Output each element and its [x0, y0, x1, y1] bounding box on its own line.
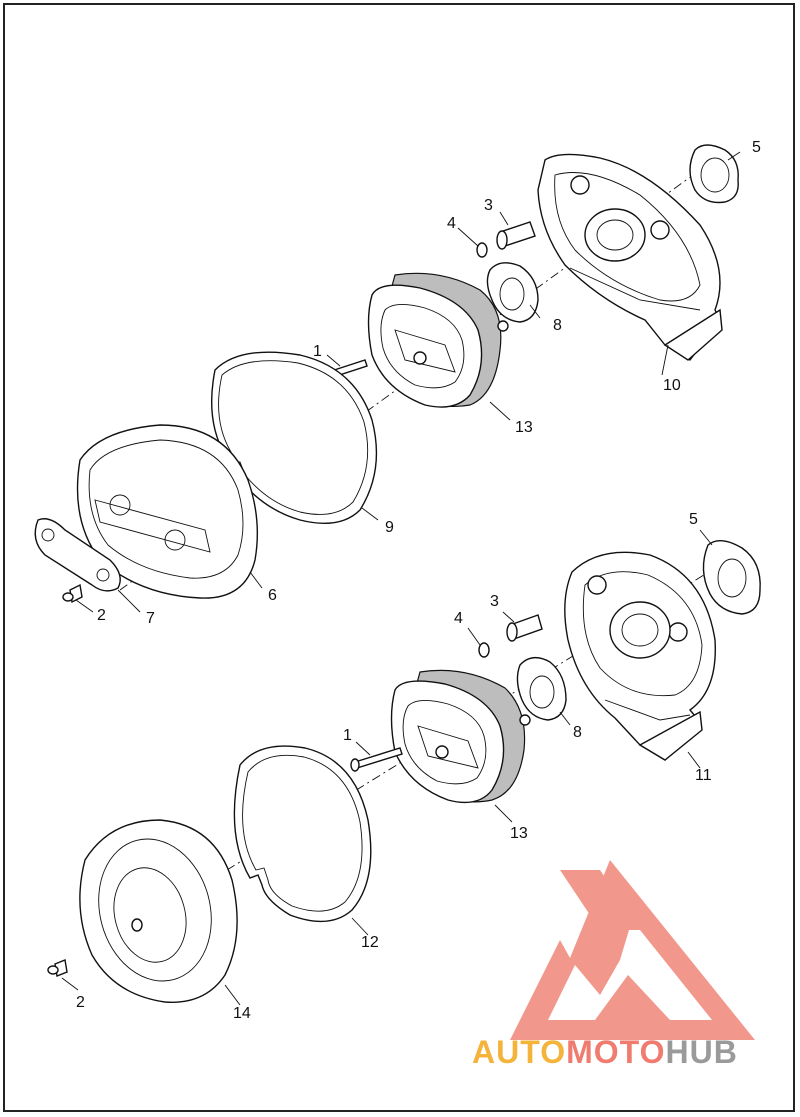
gasket-5-bottom: [702, 540, 761, 615]
callout-4-bottom: 4: [454, 610, 463, 627]
callout-8-bottom: 8: [573, 724, 582, 741]
callout-numbers-top: 3 4 5 1 8 10 13 9 6 7 2: [97, 139, 761, 627]
callout-13-top: 13: [515, 419, 533, 436]
callout-12: 12: [361, 934, 379, 951]
callout-7: 7: [146, 610, 155, 627]
callout-numbers-bottom: 3 4 5 1 8 11 13 12 14 2: [76, 511, 712, 1022]
screw-2-bottom: [47, 959, 68, 977]
callout-9: 9: [385, 519, 394, 536]
breather-bolt-3-bottom: [506, 614, 543, 642]
watermark-logo-text: AUTOMOTOHUB: [472, 1034, 792, 1071]
callout-2-top: 2: [97, 607, 106, 624]
callout-3-top: 3: [484, 197, 493, 214]
breather-bolt-3-top: [496, 221, 536, 250]
round-cover-14: [79, 819, 238, 1003]
logo-part-moto: MOTO: [566, 1034, 666, 1070]
backplate-11: [564, 551, 716, 761]
callout-8-top: 8: [553, 317, 562, 334]
callout-1-bottom: 1: [343, 727, 352, 744]
logo-part-hub: HUB: [665, 1034, 738, 1070]
page-border: [3, 3, 795, 1112]
callout-6: 6: [268, 587, 277, 604]
filter-element-13-top: [367, 272, 509, 408]
callout-1-top: 1: [313, 343, 322, 360]
gasket-8-bottom: [516, 657, 567, 721]
callout-13-bottom: 13: [510, 825, 528, 842]
leader-lines-top: [75, 151, 741, 613]
watermark-triangle-icon: [510, 860, 755, 1040]
callout-10: 10: [663, 377, 681, 394]
callout-11: 11: [695, 767, 712, 784]
callout-2-bottom: 2: [76, 994, 85, 1011]
screw-1-bottom: [350, 747, 403, 772]
callout-14: 14: [233, 1005, 251, 1022]
screw-2-top: [62, 583, 83, 604]
o-ring-4-bottom: [478, 642, 490, 658]
backplate-10: [537, 153, 723, 361]
callout-5-top: 5: [752, 139, 761, 156]
callout-5-bottom: 5: [689, 511, 698, 528]
callout-4-top: 4: [447, 215, 456, 232]
callout-3-bottom: 3: [490, 593, 499, 610]
gasket-8-top: [486, 262, 539, 323]
gasket-5-top: [689, 144, 739, 204]
o-ring-4-top: [476, 242, 488, 258]
seal-ring-12: [233, 745, 372, 923]
leader-lines-bottom: [61, 529, 713, 1006]
filter-element-13-bottom: [390, 669, 531, 804]
trim-7: [34, 518, 121, 592]
logo-part-auto: AUTO: [472, 1034, 567, 1070]
